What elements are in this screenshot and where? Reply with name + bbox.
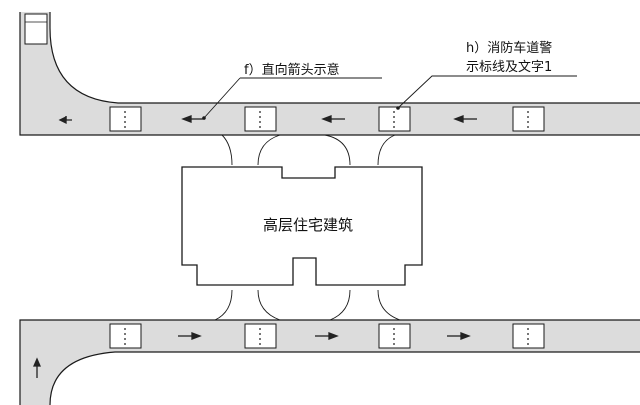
parked-vehicle [24,13,48,45]
annotation-h-leader [397,75,577,109]
straight-arrow-icon [178,332,202,340]
warning-marking-dots-top [124,111,529,128]
top-road-edge-inner [49,12,640,104]
bottom-road [20,320,640,405]
annotation-h-label-line1: h）消防车道警 [466,40,552,56]
annotation-f-pointer [203,77,241,119]
bottom-road-arrows [33,332,471,378]
straight-arrow-icon [447,332,471,340]
annotation-f-dot [202,116,206,120]
connector-curves-top [221,134,396,166]
top-road-arrows [58,115,477,125]
annotation-f-label: f）直向箭头示意 [244,62,340,78]
warning-marking-dots-bottom [124,328,529,345]
top-road [20,12,640,135]
top-road-edge-outer [19,12,640,136]
straight-arrow-icon [315,332,339,340]
building-label: 高层住宅建筑 [263,216,353,234]
connector-curves-bottom [214,289,401,321]
building-outline [181,166,423,286]
straight-arrow-icon [453,115,477,123]
annotation-h-label-line2: 示标线及文字1 [466,60,552,75]
bottom-road-edge-inner [49,351,640,405]
annotation-h-dot [396,106,400,110]
warning-markings-bottom [109,323,545,349]
turn-arrow-icon [33,357,41,378]
turn-arrow-icon [58,115,72,125]
straight-arrow-icon [181,115,205,123]
bottom-road-edge-outer [19,319,640,405]
straight-arrow-icon [321,115,345,123]
